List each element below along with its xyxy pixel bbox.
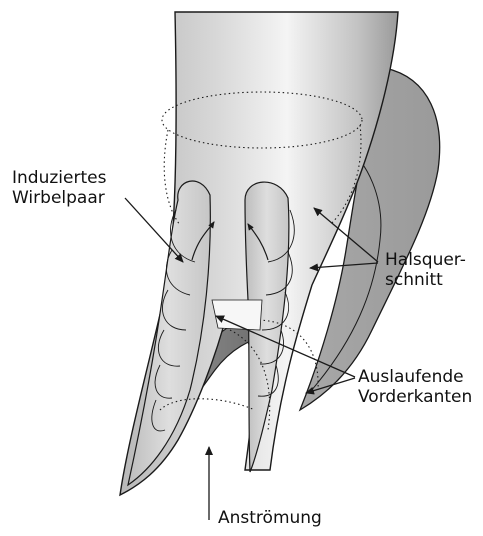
- label-inflow-line1: Anströmung: [218, 508, 322, 528]
- left-prong: [128, 181, 210, 485]
- label-inflow: Anströmung: [218, 508, 322, 528]
- label-trailing-leading-edges: Auslaufende Vorderkanten: [358, 367, 472, 407]
- label-throat-section-line1: Halsquer-: [385, 250, 466, 270]
- label-throat-section: Halsquer- schnitt: [385, 250, 466, 290]
- label-induced-vortex-pair: Induziertes Wirbelpaar: [12, 168, 106, 208]
- label-induced-vortex-pair-line2: Wirbelpaar: [12, 188, 106, 208]
- label-trailing-leading-edges-line1: Auslaufende: [358, 367, 472, 387]
- label-throat-section-line2: schnitt: [385, 270, 466, 290]
- label-trailing-leading-edges-line2: Vorderkanten: [358, 387, 472, 407]
- label-induced-vortex-pair-line1: Induziertes: [12, 168, 106, 188]
